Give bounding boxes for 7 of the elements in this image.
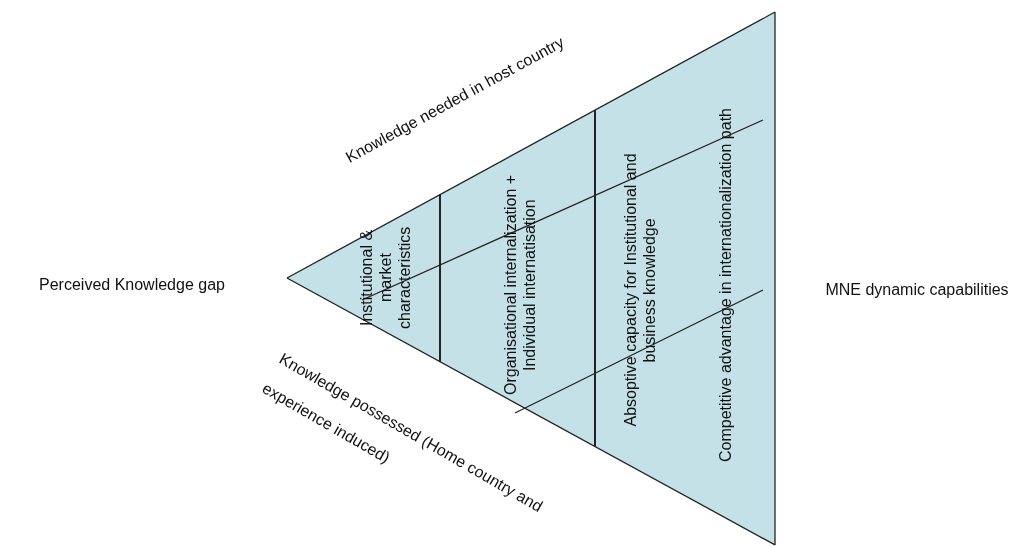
triangle-section xyxy=(690,12,775,545)
section-label: Institutional & market characteristics xyxy=(356,225,414,332)
section-label: Absoptive capacity for Institutional and business knowledge xyxy=(621,152,659,429)
annotation-text: Perceived Knowledge gap xyxy=(39,276,225,294)
triangle-section xyxy=(595,58,690,499)
section-label: Competitive advantage in internationalization path xyxy=(715,107,735,464)
annotation-text: MNE dynamic capabilities xyxy=(825,281,1009,299)
